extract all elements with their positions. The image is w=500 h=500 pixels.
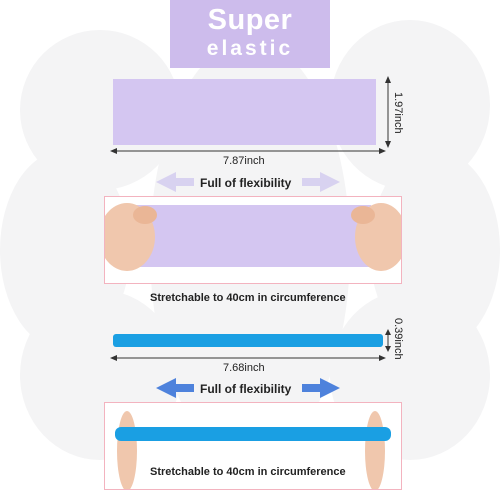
title-badge: Super elastic [170,0,330,68]
blue-width-label: 7.68inch [223,362,265,374]
purple-stretch-photo [104,196,402,284]
right-thumb [365,411,385,489]
badge-subtitle: elastic [206,37,294,60]
purple-stretch-label: Stretchable to 40cm in circumference [150,292,346,304]
purple-headband [113,79,376,145]
badge-title: Super [207,4,293,36]
right-arrow-icon [302,172,340,192]
stretch-illustration [105,203,401,271]
blue-headband [113,334,383,347]
left-arrow-icon [156,378,194,398]
left-thumb [117,411,137,489]
purple-flex-label: Full of flexibility [200,176,292,190]
blue-stretch-photo [104,402,402,490]
right-arrow-icon [302,378,340,398]
left-arrow-icon [156,172,194,192]
blue-height-label: 0.39inch [392,318,404,360]
purple-height-label: 1.97inch [392,92,404,134]
blue-stretch-label: Stretchable to 40cm in circumference [150,466,346,478]
purple-width-label: 7.87inch [223,155,265,167]
blue-flex-label: Full of flexibility [200,382,292,396]
stretch-illustration [115,411,391,489]
